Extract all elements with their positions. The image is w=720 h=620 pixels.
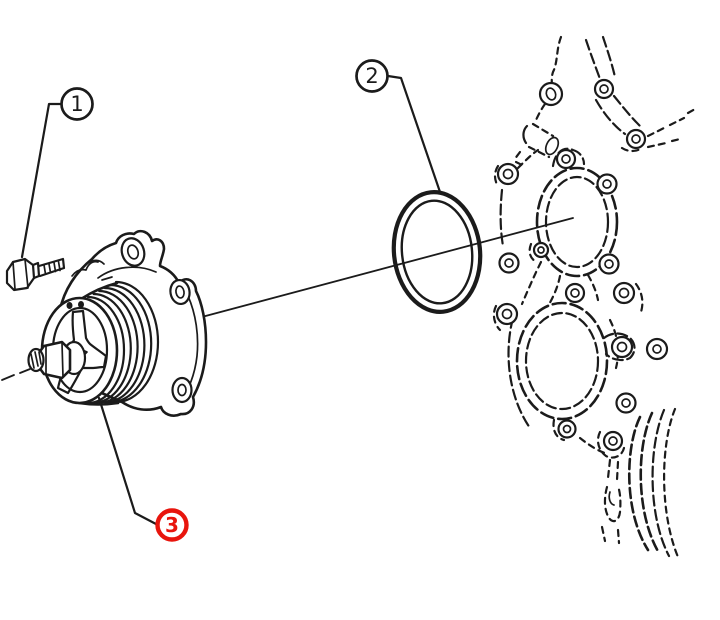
callout-1-label: 1: [70, 92, 83, 116]
callout-3-label: 3: [165, 513, 179, 537]
leader-line-3: [97, 396, 158, 526]
leader-line-2: [386, 74, 442, 194]
o-ring-gasket-drawing: [391, 190, 483, 314]
linework: 1 2 3: [1, 35, 697, 559]
callout-1[interactable]: 1: [60, 87, 94, 121]
leader-line-1: [20, 102, 63, 259]
pump-hub-nut: [27, 340, 87, 380]
axis-centerline: [1, 217, 574, 381]
water-pump-drawing: [27, 229, 208, 417]
callout-1-circle[interactable]: [60, 87, 94, 121]
callout-2-label: 2: [365, 64, 378, 88]
callout-3-circle[interactable]: [155, 508, 189, 542]
mounting-bolt-drawing: [5, 257, 66, 292]
callout-2-circle[interactable]: [355, 59, 389, 93]
callout-2[interactable]: 2: [355, 59, 389, 93]
engine-front-cover-drawing: [492, 35, 697, 559]
leader-lines: [20, 74, 442, 526]
callout-3-highlighted[interactable]: 3: [155, 508, 189, 542]
